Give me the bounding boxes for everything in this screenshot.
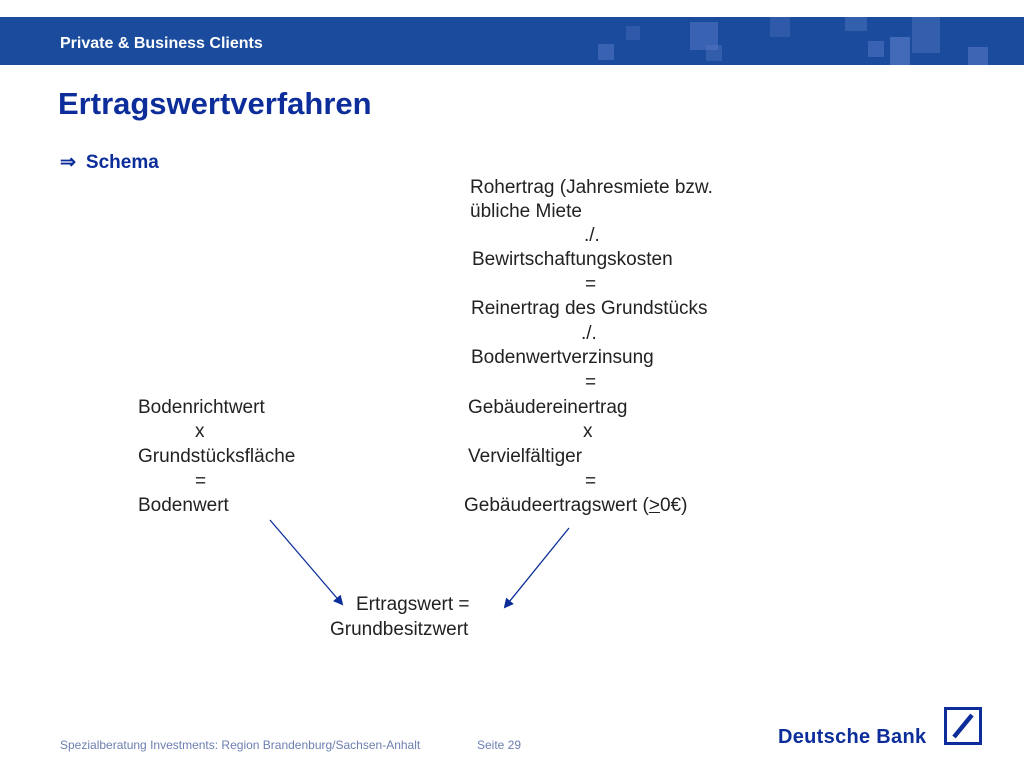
operator-multiply: x xyxy=(195,421,205,442)
gebaeudereinertrag-text: Gebäudereinertrag xyxy=(468,397,628,418)
greater-equal-sign: > xyxy=(648,495,660,516)
operator-multiply: x xyxy=(583,421,593,442)
decor-square xyxy=(598,44,614,60)
schema-bullet: ⇒ Schema xyxy=(60,151,159,174)
bodenwert-text: Bodenwert xyxy=(138,495,229,516)
decor-square xyxy=(912,17,940,53)
decor-square xyxy=(626,26,640,40)
implies-arrow-icon: ⇒ xyxy=(60,152,76,173)
operator-minus: ./. xyxy=(581,323,597,344)
decor-square xyxy=(968,47,988,65)
arrow-left-to-result xyxy=(269,519,344,606)
brand-name: Deutsche Bank xyxy=(778,726,927,748)
header-bar: Private & Business Clients xyxy=(0,17,1024,65)
operator-equals: = xyxy=(585,274,597,295)
decor-square xyxy=(845,17,867,31)
reinertrag-text: Reinertrag des Grundstücks xyxy=(471,298,708,319)
grundstuecksflaeche-text: Grundstücksfläche xyxy=(138,446,296,467)
gebaeudeertragswert-suffix: 0€) xyxy=(659,495,688,516)
schema-label: Schema xyxy=(85,152,159,173)
decor-square xyxy=(770,17,790,37)
page-number: Seite 29 xyxy=(477,738,522,752)
header-label: Private & Business Clients xyxy=(60,35,263,52)
operator-minus: ./. xyxy=(584,225,600,246)
rohertrag-text: Rohertrag (Jahresmiete bzw. xyxy=(470,177,713,198)
footer-text: Spezialberatung Investments: Region Bran… xyxy=(60,738,421,752)
arrow-right-to-result xyxy=(503,527,570,609)
decor-square xyxy=(706,45,722,61)
page-title: Ertragswertverfahren xyxy=(58,86,372,121)
decor-square xyxy=(690,22,718,50)
uebliche-miete-text: übliche Miete xyxy=(470,201,582,222)
operator-equals: = xyxy=(585,372,597,393)
vervielfaeltiger-text: Vervielfältiger xyxy=(468,446,583,467)
grundbesitzwert-text: Grundbesitzwert xyxy=(330,619,469,640)
decor-square xyxy=(890,37,910,65)
gebaeudeertragswert-text: Gebäudeertragswert (>0€) xyxy=(464,495,687,517)
operator-equals: = xyxy=(585,471,597,492)
bodenrichtwert-text: Bodenrichtwert xyxy=(138,397,265,418)
deutsche-bank-logo xyxy=(944,707,982,745)
bewirtschaftungskosten-text: Bewirtschaftungskosten xyxy=(472,249,673,270)
operator-equals: = xyxy=(195,471,207,492)
decor-square xyxy=(868,41,884,57)
bodenwertverzinsung-text: Bodenwertverzinsung xyxy=(471,347,654,368)
gebaeudeertragswert-prefix: Gebäudeertragswert ( xyxy=(464,495,649,516)
ertragswert-text: Ertragswert = xyxy=(356,594,470,615)
